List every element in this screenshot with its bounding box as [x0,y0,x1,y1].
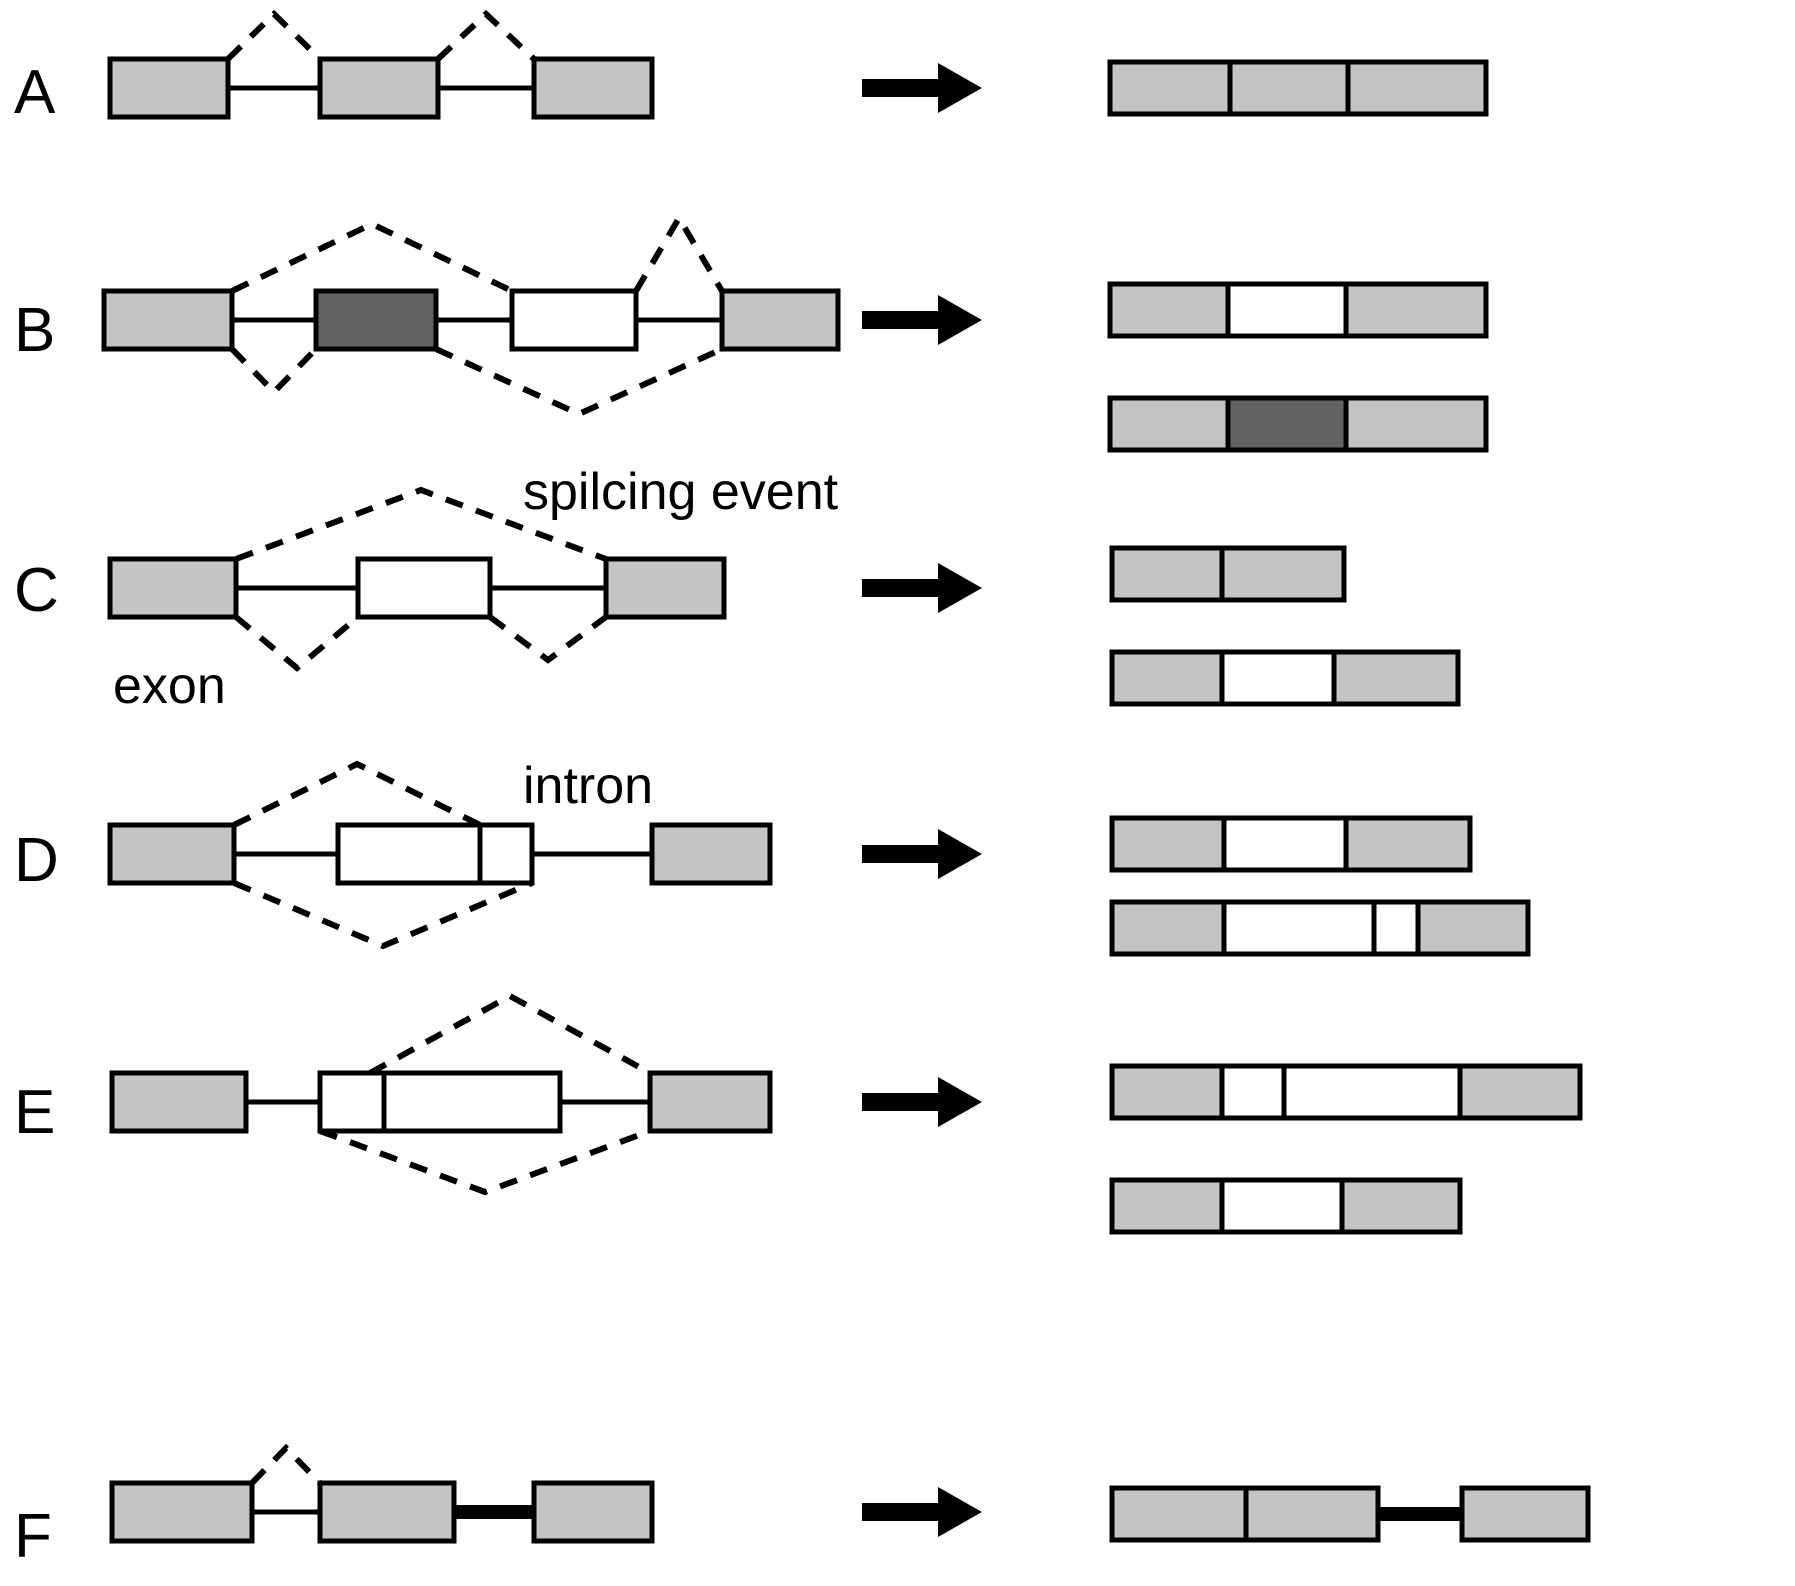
mrna-segment [1109,815,1227,873]
panel-label-A: A [14,58,56,127]
panel-label-C: C [14,556,59,625]
splicing-row-E [109,992,1583,1235]
mrna-segment [1281,1063,1463,1121]
splice-arc-down [232,880,534,950]
mrna-segment [1225,281,1349,339]
mrna-segment [1219,1177,1345,1235]
callout-intron: intron [523,757,654,815]
mrna-segment [1343,281,1489,339]
mrna-segment [1459,1485,1591,1543]
splice-arc-down [318,1128,652,1196]
mrna-segment [1219,1063,1287,1121]
splice-arc-up [249,1443,323,1486]
exon-box [107,556,239,620]
exon-box [603,556,727,620]
exon-box [647,1070,773,1134]
panel-label-D: D [14,826,59,895]
exon-box [649,822,773,886]
splicing-row-C [107,486,1461,707]
exon-box [313,288,439,352]
mrna-segment [1227,59,1351,117]
mrna-segment [1107,281,1231,339]
splicing-row-A [107,9,1489,120]
splicing-arrow-icon [862,829,982,879]
splice-arc-up [230,220,514,294]
mrna-segment [1343,395,1489,453]
exon-box [335,822,483,886]
splicing-arrow-icon [862,563,982,613]
panel-label-E: E [14,1078,56,1147]
callout-splicing-event: spilcing event [523,463,839,521]
exon-box [109,1480,255,1544]
splice-arc-down [488,614,608,664]
exon-box [317,56,441,120]
splicing-row-B [101,212,1489,453]
splicing-row-D [107,760,1531,957]
mrna-segment [1415,899,1531,957]
mrna-segment [1109,545,1225,603]
splice-arc-down [234,614,360,672]
mrna-segment [1331,649,1461,707]
mrna-segment [1109,899,1227,957]
splice-arc-up [435,9,537,62]
splice-arc-up [633,212,725,293]
splicing-arrow-icon [862,63,982,113]
mrna-segment [1221,899,1377,957]
exon-box [531,56,655,120]
mrna-segment [1225,395,1349,453]
splice-arc-down [434,346,724,418]
splice-arc-up [232,760,482,828]
mrna-segment [1371,899,1421,957]
callout-exon: exon [113,657,226,715]
mrna-segment [1457,1063,1583,1121]
splice-arc-up [368,992,652,1076]
exon-box [109,1070,249,1134]
mrna-segment [1107,59,1233,117]
mrna-segment [1221,815,1349,873]
exon-box [381,1070,563,1134]
exon-box [531,1480,655,1544]
mrna-segment [1219,649,1337,707]
exon-box [719,288,841,352]
mrna-segment [1339,1177,1463,1235]
splicing-arrow-icon [862,1077,982,1127]
panel-label-F: F [14,1502,52,1571]
splice-arc-down [229,346,319,397]
mrna-segment [1343,815,1473,873]
exon-box [509,288,639,352]
mrna-segment [1219,545,1347,603]
exon-box [107,56,231,120]
panel-label-B: B [14,296,56,365]
exon-box [317,1480,457,1544]
mrna-segment [1109,1485,1249,1543]
mrna-segment [1109,1177,1225,1235]
exon-box [355,556,493,620]
mrna-segment [1107,395,1231,453]
exon-box [317,1070,387,1134]
mrna-segment [1109,1063,1225,1121]
splice-arc-up [234,486,608,562]
exon-box [101,288,235,352]
splicing-arrow-icon [862,295,982,345]
splice-arc-up [225,9,323,62]
mrna-segment [1109,649,1225,707]
exon-box [107,822,237,886]
mrna-segment [1345,59,1489,117]
mrna-segment [1243,1485,1381,1543]
exon-box [477,822,535,886]
splicing-arrow-icon [862,1487,982,1537]
splicing-row-F [109,1443,1591,1544]
